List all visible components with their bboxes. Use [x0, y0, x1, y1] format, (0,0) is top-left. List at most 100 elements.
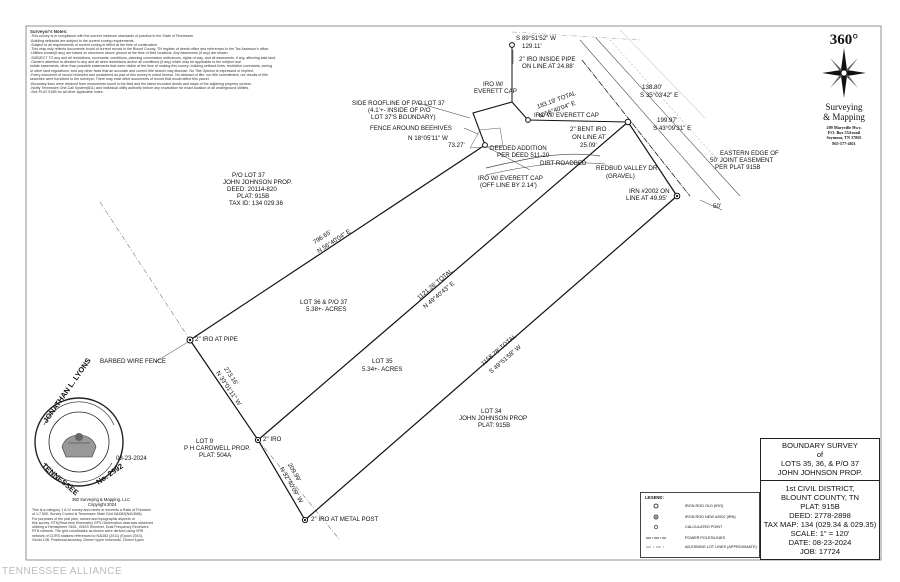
label-lot35-b: 5.34+- ACRES [362, 366, 403, 373]
adjoining-line-south [257, 439, 341, 541]
precision-line: For purposes of the plat plan, names and… [32, 516, 135, 521]
notes-line: -This survey is in compliance with the c… [30, 34, 195, 39]
label-dirt-roadbed: DIRT ROADBED [540, 160, 587, 167]
easement-dim [699, 199, 723, 211]
label-iro-everett-low2: (OFF LINE BY 2.14') [480, 182, 537, 189]
east-line [627, 121, 678, 197]
label-lot37-d: PLAT: 915B [237, 193, 270, 200]
precision-line: RTN network. The grid coordinates as sho… [32, 529, 144, 534]
precision-line: of 1:7,500. Survey Control is Tennessee … [32, 512, 143, 517]
beehive-fence [469, 127, 504, 149]
seal-date: 08-23-2024 [116, 456, 147, 462]
compass-rose-icon [822, 48, 866, 98]
company-name-line: Surveying [825, 102, 863, 112]
title-line: 1st CIVIL DISTRICT, [785, 484, 855, 493]
legend-title: LEGEND: [645, 495, 664, 500]
surveyor-seal-icon [34, 397, 124, 487]
line-1158 [304, 195, 678, 521]
notes-line: -See PLAT 915B for all other applicable … [30, 90, 104, 95]
notes-line: searches were furnished to the surveyor.… [30, 77, 210, 82]
label-redbud: REDBUD VALLEY DR [596, 165, 658, 172]
label-iro-inside-pipe: 2" IRO INSIDE PIPE [519, 56, 576, 63]
copyright-company: 360 Surveying & Mapping, LLC [72, 497, 130, 502]
line-1121 [257, 121, 629, 441]
label-lot36-b: 5.38+- ACRES [306, 306, 347, 313]
title-block-bottom: 1st CIVIL DISTRICT, BLOUNT COUNTY, TN PL… [761, 481, 879, 556]
label-redbud2: (GRAVEL) [606, 173, 635, 180]
label-lot34-a: LOT 34 [481, 408, 502, 415]
label-lot34-b: JOHN JOHNSON PROP [459, 415, 528, 422]
title-line: SCALE: 1" = 120' [790, 529, 850, 538]
legend-item: CALCULATED POINT [685, 525, 723, 529]
title-line: BLOUNT COUNTY, TN [780, 493, 860, 502]
west-line [189, 339, 306, 521]
label-irn-2002b: LINE AT 49.95' [626, 195, 667, 202]
label-eastern-edge2: 50' JOINT EASEMENT [710, 157, 774, 164]
label-lot9-b: P H CARDWELL PROP. [184, 445, 251, 452]
title-line: JOB: 17724 [799, 547, 841, 556]
notes-title: Surveyor's Notes: [30, 30, 68, 34]
precision-line: This is a category 1 & IV survey and mee… [32, 508, 152, 512]
title-line: JOHN JOHNSON PROP. [777, 468, 863, 477]
label-lot37-a: P/O LOT 37 [232, 172, 265, 179]
dirt-roadbed-curve-2 [485, 162, 606, 176]
label-lot34-c: PLAT: 915B [478, 422, 511, 429]
title-block: BOUNDARY SURVEY of LOTS 35, 36, & P/O 37… [760, 438, 880, 560]
precision-line: this survey: RTK(Real-time Kinematic) GP… [32, 520, 153, 525]
address-line: 209 Maryville Hwy. [826, 125, 862, 130]
label-bent-iro3: 25.09' [580, 142, 597, 149]
title-block-top: BOUNDARY SURVEY of LOTS 35, 36, & P/O 37… [761, 439, 879, 481]
label-dist-13880: 138.80' [642, 84, 663, 91]
label-bent-iro2: ON LINE AT [572, 134, 606, 141]
label-lot37-b: JOHN JOHNSON PROP. [223, 179, 292, 186]
label-eastern-edge3: PER PLAT 915B [715, 164, 761, 171]
page-border [25, 25, 882, 561]
title-line: of [816, 450, 824, 459]
label-fence-beehives: FENCE AROUND BEEHIVES [370, 125, 452, 132]
road-centerline [609, 39, 717, 159]
title-line: PLAT: 915B [800, 502, 840, 511]
legend-item: IRON ROD OLD (IRO) [685, 504, 724, 508]
notes-line: -This map only reflects documents found … [30, 47, 270, 52]
label-bearing-top: S 89°51'52" W [516, 35, 556, 42]
notes-line: estate easements, other than possible ea… [30, 64, 273, 69]
notes-line: or other land regulations; and any other… [30, 68, 254, 73]
line-796 [189, 144, 486, 341]
title-line: DATE: 08-23-2024 [788, 538, 852, 547]
notes-line: -Every document of record reviewed and c… [30, 72, 268, 77]
road-edge-2 [595, 37, 741, 197]
notes-line: -Utilities shown(if any) are based on st… [30, 51, 229, 56]
logo-number: 360° [829, 32, 859, 48]
copyright-block: 360 Surveying & Mapping, LLC Copyright 2… [72, 497, 130, 507]
label-iro-mid: 2" IRO [263, 436, 282, 443]
label-barbed-wire: BARBED WIRE FENCE [100, 358, 167, 365]
title-line: DEED: 2778-2898 [789, 511, 851, 520]
label-bearing-s35: S 35°03'42" E [640, 92, 679, 99]
label-lot35-a: LOT 35 [372, 358, 393, 365]
label-lot9-c: PLAT: 504A [199, 452, 232, 459]
power-line [581, 59, 691, 197]
precision-line: Geoid 12B. Positional accuracy 10mm+1ppm… [32, 538, 144, 543]
notes-line: -Building setbacks are subject to the cu… [30, 38, 135, 43]
label-deeded-addition: DEEDED ADDITION [490, 145, 547, 152]
label-bent-iro: 2" BENT IRO [570, 126, 607, 133]
adjoining-line-north [511, 31, 641, 41]
company-name: Surveying & Mapping [803, 102, 885, 122]
notes-line: -Boundary lines were retraced from monum… [30, 81, 252, 86]
leader-beehive [463, 127, 479, 135]
address-line: 865-577-4611 [832, 140, 856, 146]
label-side-roofline3: LOT 37'S BOUNDARY) [371, 114, 436, 121]
dirt-roadbed-curve [485, 153, 601, 169]
bent-iro-point [624, 118, 632, 126]
title-line: BOUNDARY SURVEY [782, 441, 858, 450]
label-side-roofline: SIDE ROOFLINE OF P/O LOT 37 [352, 100, 445, 107]
notes-line: -Subject to all requirements of current … [30, 42, 159, 47]
legend-item: IRON ROD NEW #2002 (IRN) [685, 515, 736, 519]
watermark: TENNESSEE ALLIANCE [2, 566, 123, 577]
label-iro-inside-pipe2: ON LINE AT 24.88' [522, 63, 574, 70]
label-bearing-s43: S 43°09'31" E [653, 125, 692, 132]
label-eastern-edge: EASTERN EDGE OF [720, 150, 779, 157]
iro-everett-low-point [482, 142, 488, 148]
